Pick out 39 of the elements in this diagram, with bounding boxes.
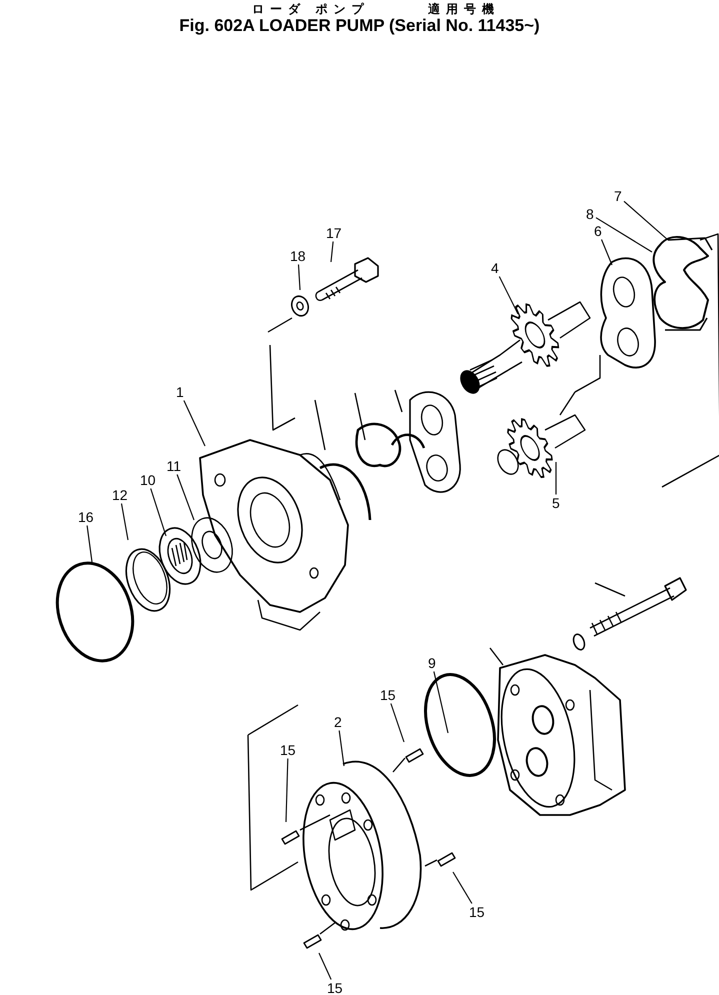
leader-line [624,200,668,240]
leader-line [433,671,449,734]
callout-number: 8 [585,206,595,222]
leader-line [183,400,206,446]
leader-line [390,703,405,742]
callout-number: 2 [333,714,343,730]
leader-line [176,474,195,520]
callout-number: 1 [175,384,185,400]
callout-number: 17 [325,226,343,240]
callout-number: 15 [326,980,344,995]
japanese-heading: ローダ ポンプ [252,1,370,18]
leader-line [338,730,345,766]
callout-number: 4 [490,260,500,276]
leader-line [86,525,93,562]
title: Fig. 602A LOADER PUMP (Serial No. 11435~) [178,16,541,36]
japanese-heading: 適用号機 [428,1,500,18]
callout-number: 16 [77,510,95,524]
callout-number: 15 [468,904,486,920]
callout-number: 5 [551,496,561,510]
leader-line [601,239,612,266]
callout-number: 18 [289,248,307,264]
callout-number: 10 [139,472,157,488]
leader-line [555,462,557,494]
callout-number: 11 [166,458,182,474]
callout-number: 12 [111,488,129,502]
leader-line [285,758,288,822]
callout-number: 15 [279,742,297,758]
callout-number: 6 [593,224,603,238]
leader-line [452,872,472,904]
callout-number: 15 [379,688,397,702]
leader-line [150,488,167,536]
leader-line [120,503,129,540]
leader-line [318,952,332,980]
leader-line [498,276,518,314]
leader-line [596,217,652,252]
leader-line [298,264,301,290]
leader-line [330,241,334,262]
callout-number: 9 [427,656,437,670]
callout-number: 7 [613,188,623,204]
